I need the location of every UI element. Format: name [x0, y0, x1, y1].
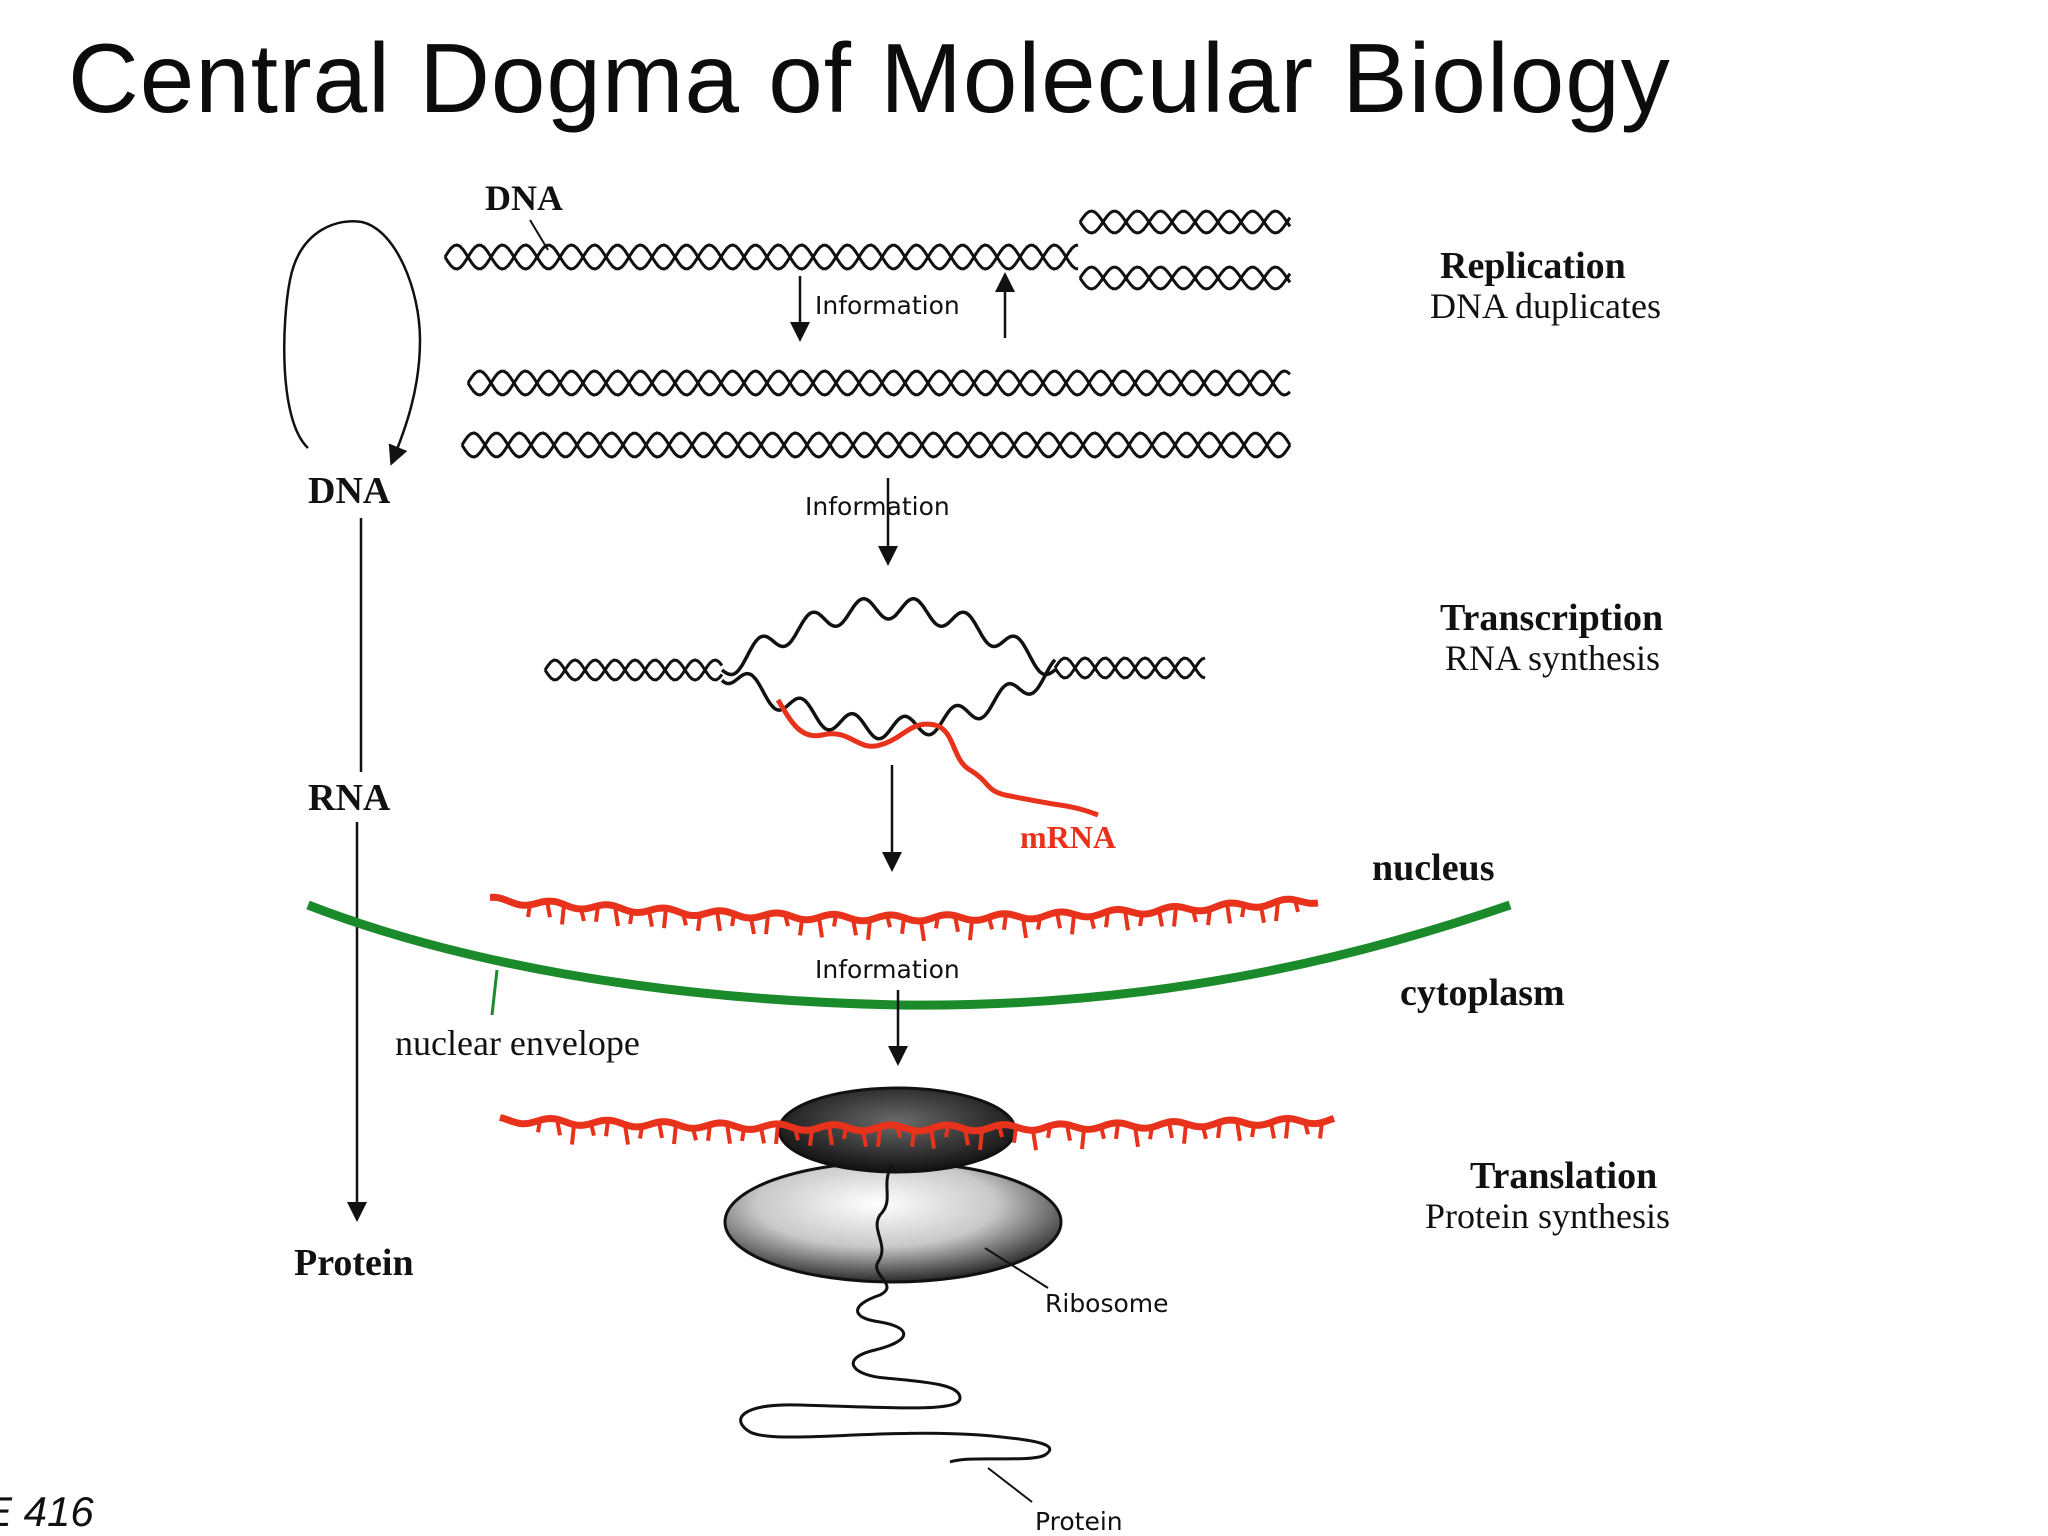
transcription-information-label: Information	[805, 492, 950, 521]
replication-dna-label: DNA	[485, 178, 563, 218]
protein-label: Protein	[1035, 1507, 1123, 1536]
helix-strand-b	[1078, 265, 1292, 291]
transcription-section: Information mRNA Transcription RNA synth…	[543, 478, 1663, 872]
flow-label-protein: Protein	[294, 1242, 414, 1284]
helix-strand-a	[466, 369, 1291, 397]
dna-helix-parent	[443, 243, 1079, 271]
helix-strand-b	[466, 369, 1291, 397]
replication-section: DNA Information Replication DNA duplicat…	[443, 178, 1661, 459]
nuclear-envelope-label: nuclear envelope	[395, 1023, 640, 1063]
nucleus-section: nuclear envelope nucleus cytoplasm Infor…	[306, 847, 1565, 1066]
mrna-backbone	[499, 1114, 1336, 1135]
helix-strand-a	[1078, 265, 1292, 291]
helix-strand-a	[543, 658, 724, 682]
mrna-bases	[526, 899, 1300, 942]
mrna-label: mRNA	[1020, 819, 1116, 855]
nucleus-label: nucleus	[1372, 847, 1494, 889]
flow-label-dna: DNA	[308, 470, 391, 512]
slide-footer: E 416	[0, 1488, 94, 1535]
helix-strand-b	[543, 658, 724, 682]
helix-strand-b	[1053, 656, 1206, 680]
helix-strand-b	[1078, 209, 1292, 235]
transcription-bubble	[543, 596, 1206, 741]
translation-subtitle: Protein synthesis	[1425, 1196, 1670, 1236]
ribosome-pointer	[984, 1247, 1049, 1289]
dna-fork-strand-lower	[1078, 265, 1292, 291]
nuclear-envelope-pointer	[490, 969, 499, 1016]
nuclear-envelope	[306, 900, 1512, 1010]
replication-information-label: Information	[815, 291, 960, 320]
helix-strand-b	[460, 431, 1292, 459]
transcription-subtitle: RNA synthesis	[1445, 638, 1660, 678]
helix-strand-a	[1078, 209, 1292, 235]
export-information-label: Information	[815, 955, 960, 984]
helix-strand-b	[443, 243, 1079, 271]
flow-column: DNA RNA Protein	[283, 220, 422, 1284]
replication-title: Replication	[1440, 245, 1626, 287]
bubble-template-strand-top	[720, 596, 1057, 677]
bubble-template-strand-bottom	[720, 658, 1057, 741]
mrna-strand	[775, 698, 1099, 818]
transcription-title: Transcription	[1440, 597, 1663, 639]
translation-title: Translation	[1470, 1155, 1657, 1197]
mrna-in-cytoplasm	[499, 1114, 1336, 1151]
helix-strand-a	[443, 243, 1079, 271]
dna-fork-strand-upper	[1078, 209, 1292, 235]
replication-subtitle: DNA duplicates	[1430, 286, 1661, 326]
protein-pointer	[987, 1467, 1033, 1503]
helix-strand-a	[1053, 656, 1206, 680]
mrna-in-nucleus	[489, 893, 1319, 942]
replication-loop-arrow	[283, 220, 422, 466]
slide-title: Central Dogma of Molecular Biology	[68, 23, 1671, 133]
flow-label-rna: RNA	[308, 777, 391, 819]
dna-helix-daughter-1	[466, 369, 1291, 397]
cytoplasm-label: cytoplasm	[1400, 972, 1565, 1014]
mrna-bases	[536, 1118, 1324, 1151]
translation-section: Ribosome Protein Translation Protein syn…	[499, 1086, 1670, 1536]
nascent-protein-chain	[739, 1164, 1052, 1464]
dna-helix-daughter-2	[460, 431, 1292, 459]
ribosome-label: Ribosome	[1045, 1289, 1169, 1318]
